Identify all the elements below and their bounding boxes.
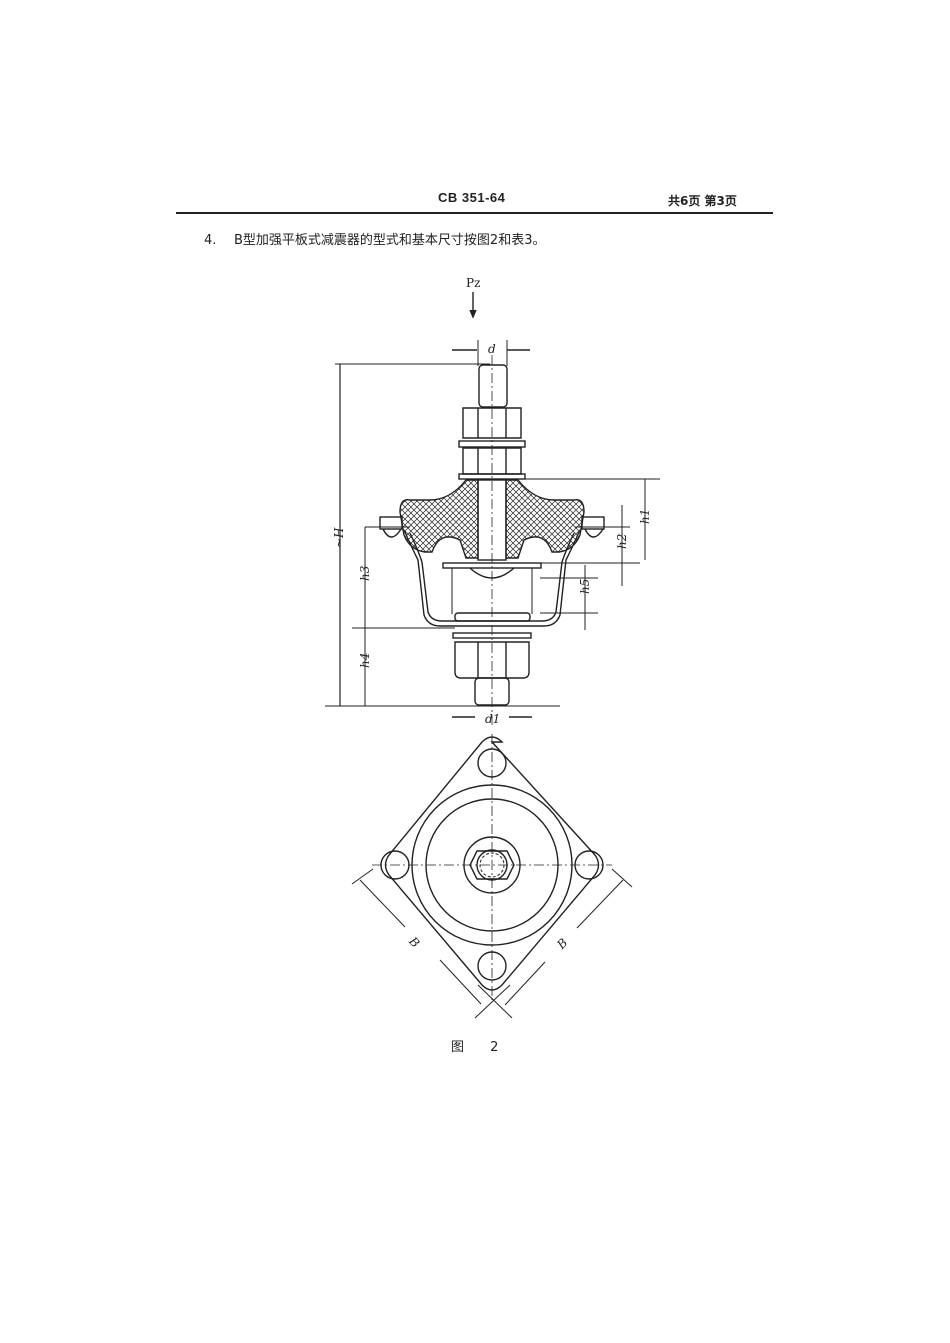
standard-code: CB 351-64 [438,190,506,205]
dim-h3-label: h3 [358,565,372,581]
dim-h2-label: h2 [615,534,629,549]
dim-B-right-label: B [554,936,571,953]
dim-h4-label: h4 [358,653,372,668]
section-paragraph: 4. B型加强平板式减震器的型式和基本尺寸按图2和表3。 [204,229,545,248]
dim-d-label: d [488,342,496,356]
figure-caption: 图 2 [451,1040,499,1055]
page-info: 共6页 第3页 [668,194,737,208]
dim-H-label: ~H [332,527,346,548]
header-rule [176,212,773,214]
plan-view: B B [351,734,633,1019]
paragraph-number: 4. [204,233,217,248]
dim-B-left-label: B [406,934,423,951]
dim-d1-label: d1 [485,712,500,726]
dim-h1-label: h1 [638,509,652,524]
force-label: Pz [466,276,480,290]
paragraph-text: B型加强平板式减震器的型式和基本尺寸按图2和表3。 [234,233,546,248]
dim-h5-label: h5 [578,579,592,594]
